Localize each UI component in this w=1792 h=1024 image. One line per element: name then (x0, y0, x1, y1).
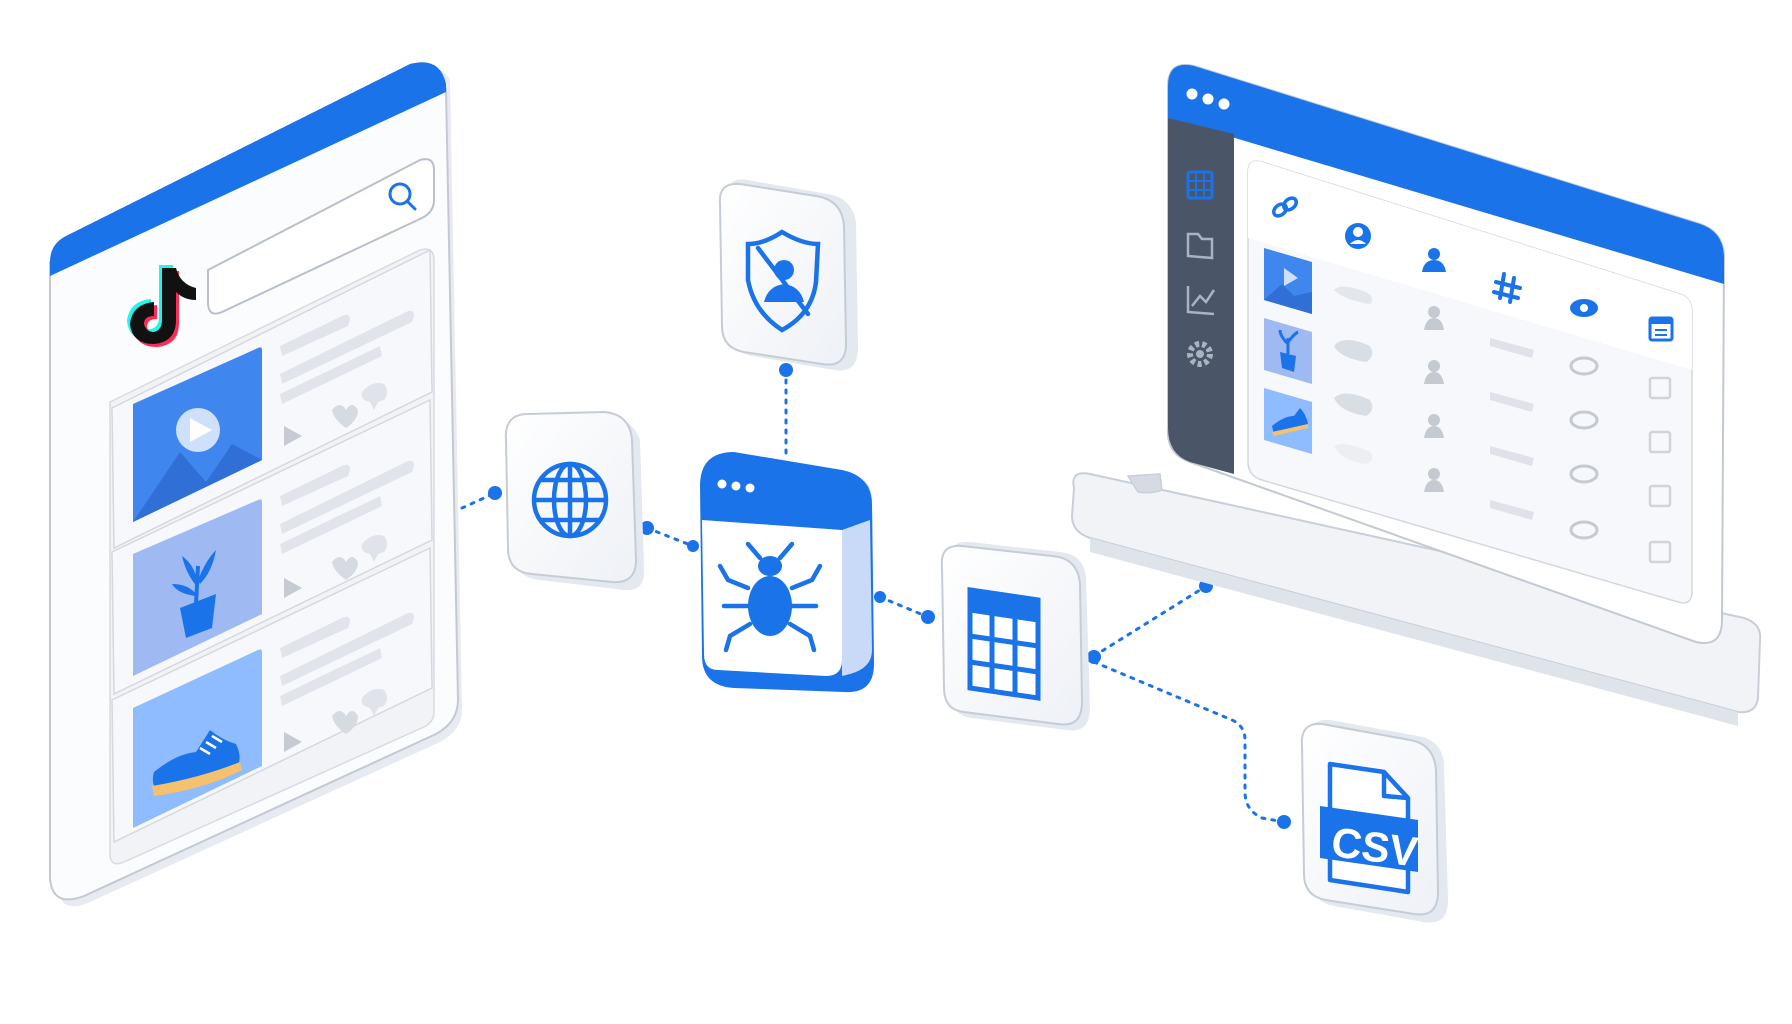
like-icon (332, 711, 358, 734)
table-row[interactable] (1264, 318, 1672, 454)
plant-icon (172, 550, 216, 638)
monitor-base (1070, 472, 1762, 714)
like-icon (332, 557, 358, 580)
comment-icon (361, 383, 387, 410)
share-icon (284, 578, 302, 598)
column-header-views[interactable] (1570, 299, 1598, 317)
privacy-tile (718, 179, 858, 371)
search-bar[interactable] (207, 158, 435, 315)
csv-file-icon: CSV (1320, 761, 1420, 895)
table-row[interactable] (1334, 444, 1672, 564)
monitor-stand (1126, 473, 1163, 494)
tiktok-logo-icon (127, 265, 196, 347)
feed-card[interactable] (111, 398, 433, 696)
eye-icon (1570, 299, 1598, 317)
csv-export-tile: CSV (1300, 719, 1448, 923)
bug-icon (717, 541, 823, 653)
feed-card[interactable] (111, 248, 433, 550)
feed-card[interactable] (111, 546, 433, 844)
connector-globe-to-bug (645, 526, 695, 548)
window-dots (717, 479, 755, 493)
shield-user-icon (745, 229, 821, 333)
comment-icon (361, 535, 387, 562)
sidebar-item-table[interactable] (1186, 170, 1214, 200)
analytics-dashboard-monitor (1070, 64, 1762, 726)
scraper-bot-window (700, 452, 874, 693)
sidebar-item-folder[interactable] (1186, 232, 1214, 260)
data-table-header (1248, 161, 1692, 370)
search-icon[interactable] (388, 182, 417, 211)
share-icon (284, 732, 302, 752)
web-source-tile (504, 410, 645, 591)
sneaker-icon (152, 730, 242, 796)
hash-icon (1492, 272, 1522, 304)
user-icon (1422, 248, 1446, 272)
feed-window-titlebar (50, 62, 446, 276)
calendar-icon (1648, 316, 1674, 342)
column-header-author[interactable] (1422, 248, 1446, 272)
column-header-creator[interactable] (1345, 223, 1371, 249)
globe-icon (531, 461, 609, 539)
connector-table-to-csv (1092, 660, 1286, 824)
table-row[interactable] (1264, 388, 1672, 508)
table-grid-icon (967, 587, 1041, 701)
column-header-hashtag[interactable] (1492, 272, 1522, 304)
column-header-date[interactable] (1648, 316, 1674, 342)
link-icon (1271, 196, 1299, 218)
column-header-link[interactable] (1271, 196, 1299, 219)
monitor-titlebar (1168, 64, 1724, 284)
share-icon (284, 426, 302, 446)
social-feed-app-window (49, 62, 462, 907)
like-icon (332, 405, 358, 428)
table-row[interactable] (1264, 248, 1672, 400)
table-transform-tile (940, 541, 1090, 731)
window-dots (1186, 88, 1230, 110)
sidebar-item-chart[interactable] (1186, 286, 1216, 316)
sidebar-item-settings[interactable] (1187, 341, 1213, 367)
comment-icon (361, 689, 387, 716)
csv-label: CSV (1329, 818, 1420, 875)
connector-bug-to-table (878, 595, 930, 619)
user-circle-icon (1345, 223, 1371, 249)
